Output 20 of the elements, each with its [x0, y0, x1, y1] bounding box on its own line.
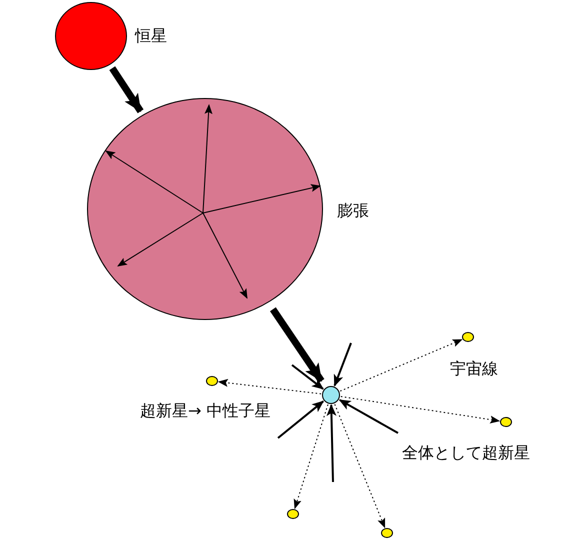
arrow	[291, 364, 324, 390]
caption-text: 恒星	[135, 25, 167, 47]
arrow	[277, 400, 324, 439]
dotted-arrow	[340, 339, 463, 392]
caption-text: 膨張	[337, 200, 369, 222]
cosmic-ray-dot	[381, 528, 393, 538]
arrow	[334, 342, 352, 387]
arrow	[338, 399, 398, 434]
arrow	[109, 66, 144, 114]
neutron-star-circle	[322, 386, 340, 404]
dotted-arrow	[294, 404, 328, 510]
cosmic-ray-dot	[206, 376, 218, 386]
arrow	[270, 307, 324, 383]
cosmic-ray-dot	[500, 417, 512, 427]
cosmic-ray-dot	[287, 509, 299, 519]
cosmic-ray-dot	[462, 332, 474, 342]
arrow	[326, 404, 336, 482]
dotted-arrow	[340, 396, 500, 424]
dotted-arrow	[218, 378, 322, 394]
dotted-arrow	[334, 404, 386, 528]
